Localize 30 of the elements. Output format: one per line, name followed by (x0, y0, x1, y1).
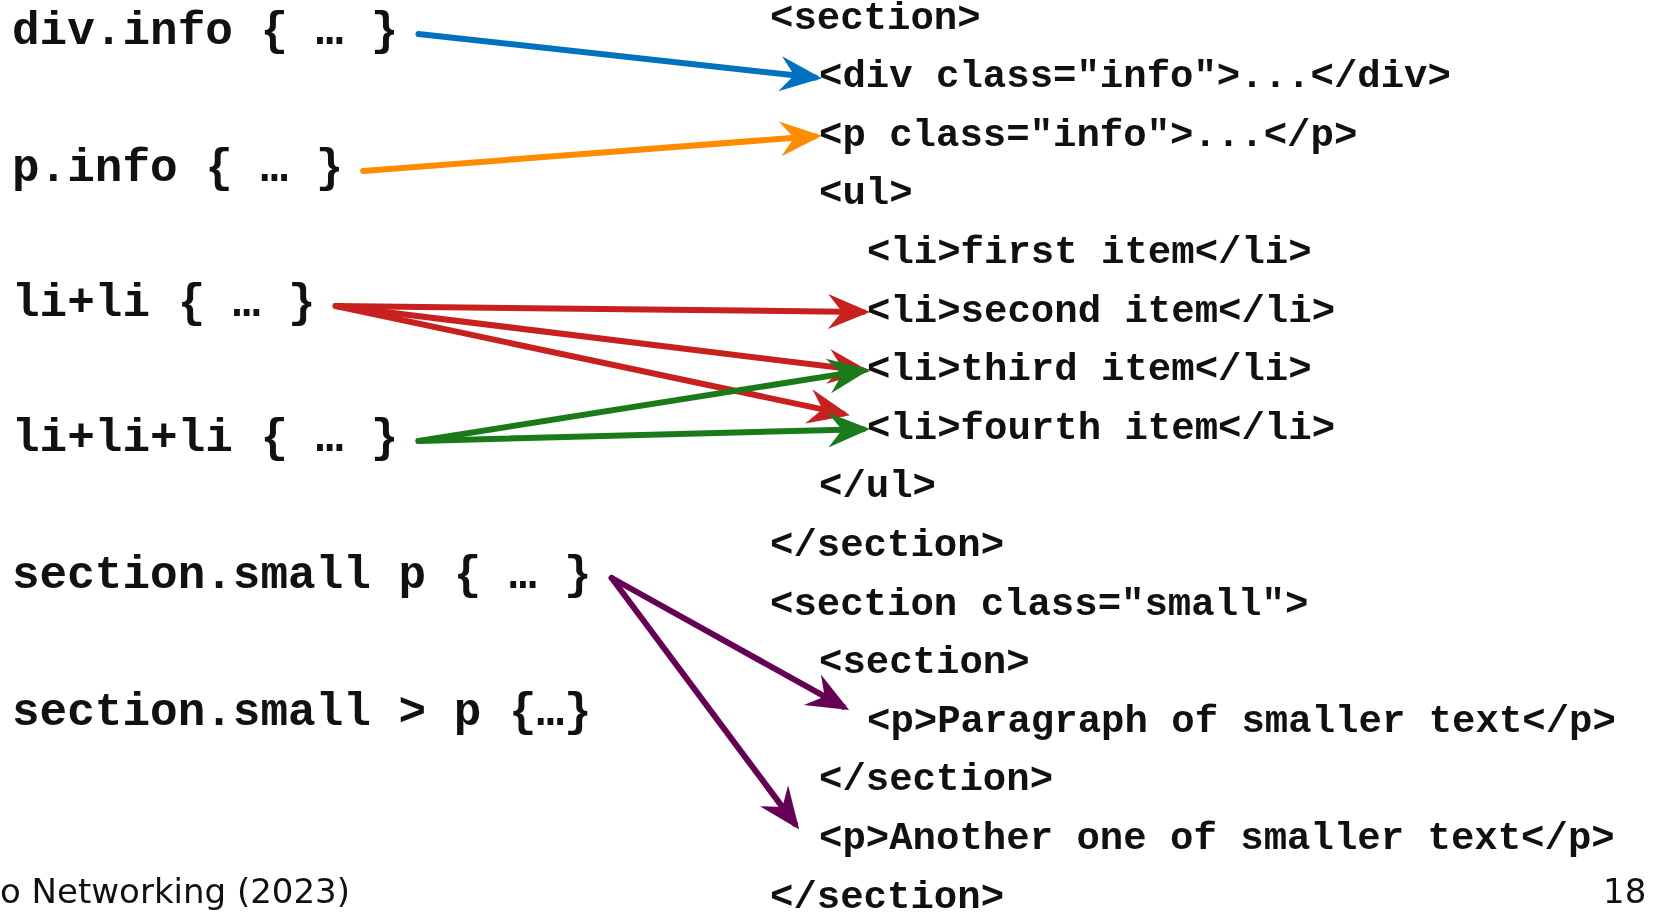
html-code-line: <p class="info">...</p> (819, 116, 1358, 156)
arrow (415, 358, 870, 444)
code-line: <section> (819, 644, 1030, 684)
html-code-line: <li>fourth item</li> (867, 409, 1336, 449)
css-selector: section.small p { … } (12, 553, 592, 599)
code-line: </ul> (819, 468, 937, 508)
css-selector: div.info { … } (12, 9, 399, 55)
arrow (608, 575, 800, 830)
page-number: 18 (1603, 874, 1647, 908)
css-selector: p.info { … } (12, 146, 344, 192)
code-line: <ul> (819, 175, 913, 215)
css-selector: section.small > p {…} (12, 690, 592, 736)
html-code-line: <div class="info">...</div> (819, 58, 1451, 98)
code-line: <section class="small"> (770, 585, 1309, 625)
css-selector: li+li+li { … } (12, 416, 399, 462)
footer-text: o Networking (2023) (0, 874, 350, 908)
html-code-line: <p>Paragraph of smaller text</p> (867, 702, 1616, 742)
arrow (360, 121, 822, 174)
html-code-line: <li>third item</li> (867, 351, 1312, 391)
html-code-line: <p>Another one of smaller text</p> (819, 819, 1615, 859)
arrow (415, 412, 870, 448)
html-code-line: <li>second item</li> (867, 292, 1336, 332)
css-selector: li+li { … } (12, 281, 316, 327)
arrow (332, 303, 850, 424)
code-line: </section> (770, 878, 1005, 912)
code-line: <li>first item</li> (867, 233, 1312, 273)
code-line: <section> (770, 0, 981, 39)
code-line: </section> (819, 761, 1054, 801)
code-line: </section> (770, 526, 1005, 566)
arrow (415, 31, 822, 92)
